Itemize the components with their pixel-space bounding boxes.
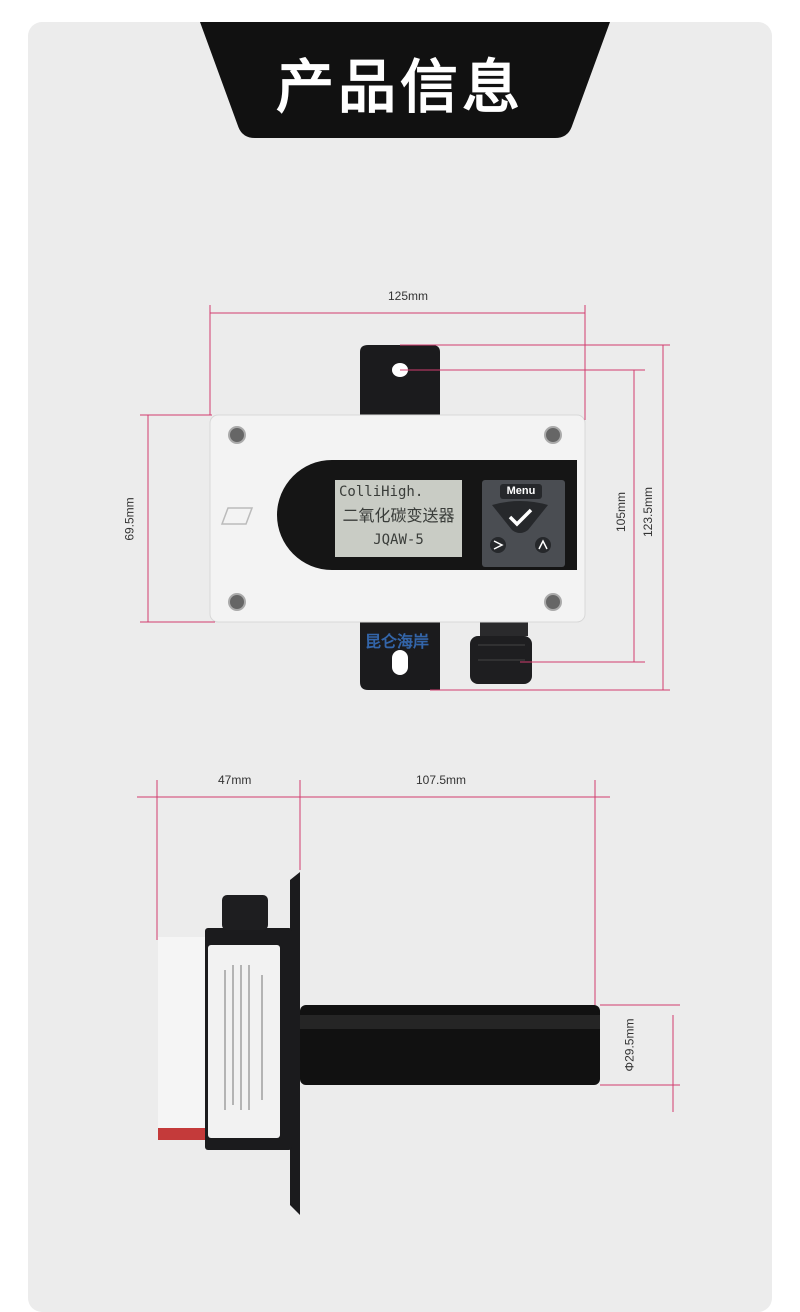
side-view-device (158, 872, 600, 1215)
watermark-logo: 昆仑海岸 (365, 634, 430, 651)
cable-gland (470, 620, 532, 684)
title-banner (200, 22, 610, 138)
height-dimension-label: 69.5mm (122, 497, 137, 541)
front-dimension-lines (140, 305, 670, 691)
side-dimension-lines (137, 780, 680, 1112)
display-brand: ColliHigh. (339, 484, 424, 500)
mount-height-dimension-label: 105mm (614, 491, 629, 533)
probe-length-dimension-label: 107.5mm (416, 773, 467, 787)
probe-diameter-dimension-label: Φ29.5mm (622, 1018, 637, 1072)
width-dimension-label: 125mm (388, 289, 429, 303)
lcd-display: ColliHigh. 二氧化碳变送器 JQAW-5 (335, 480, 462, 557)
display-product-name: 二氧化碳变送器 (342, 506, 455, 525)
depth-dimension-label: 47mm (218, 773, 252, 787)
page-title: 产品信息 (275, 53, 524, 121)
total-height-dimension-label: 123.5mm (641, 486, 656, 538)
display-model: JQAW-5 (373, 532, 424, 548)
menu-button: Menu (500, 484, 542, 499)
